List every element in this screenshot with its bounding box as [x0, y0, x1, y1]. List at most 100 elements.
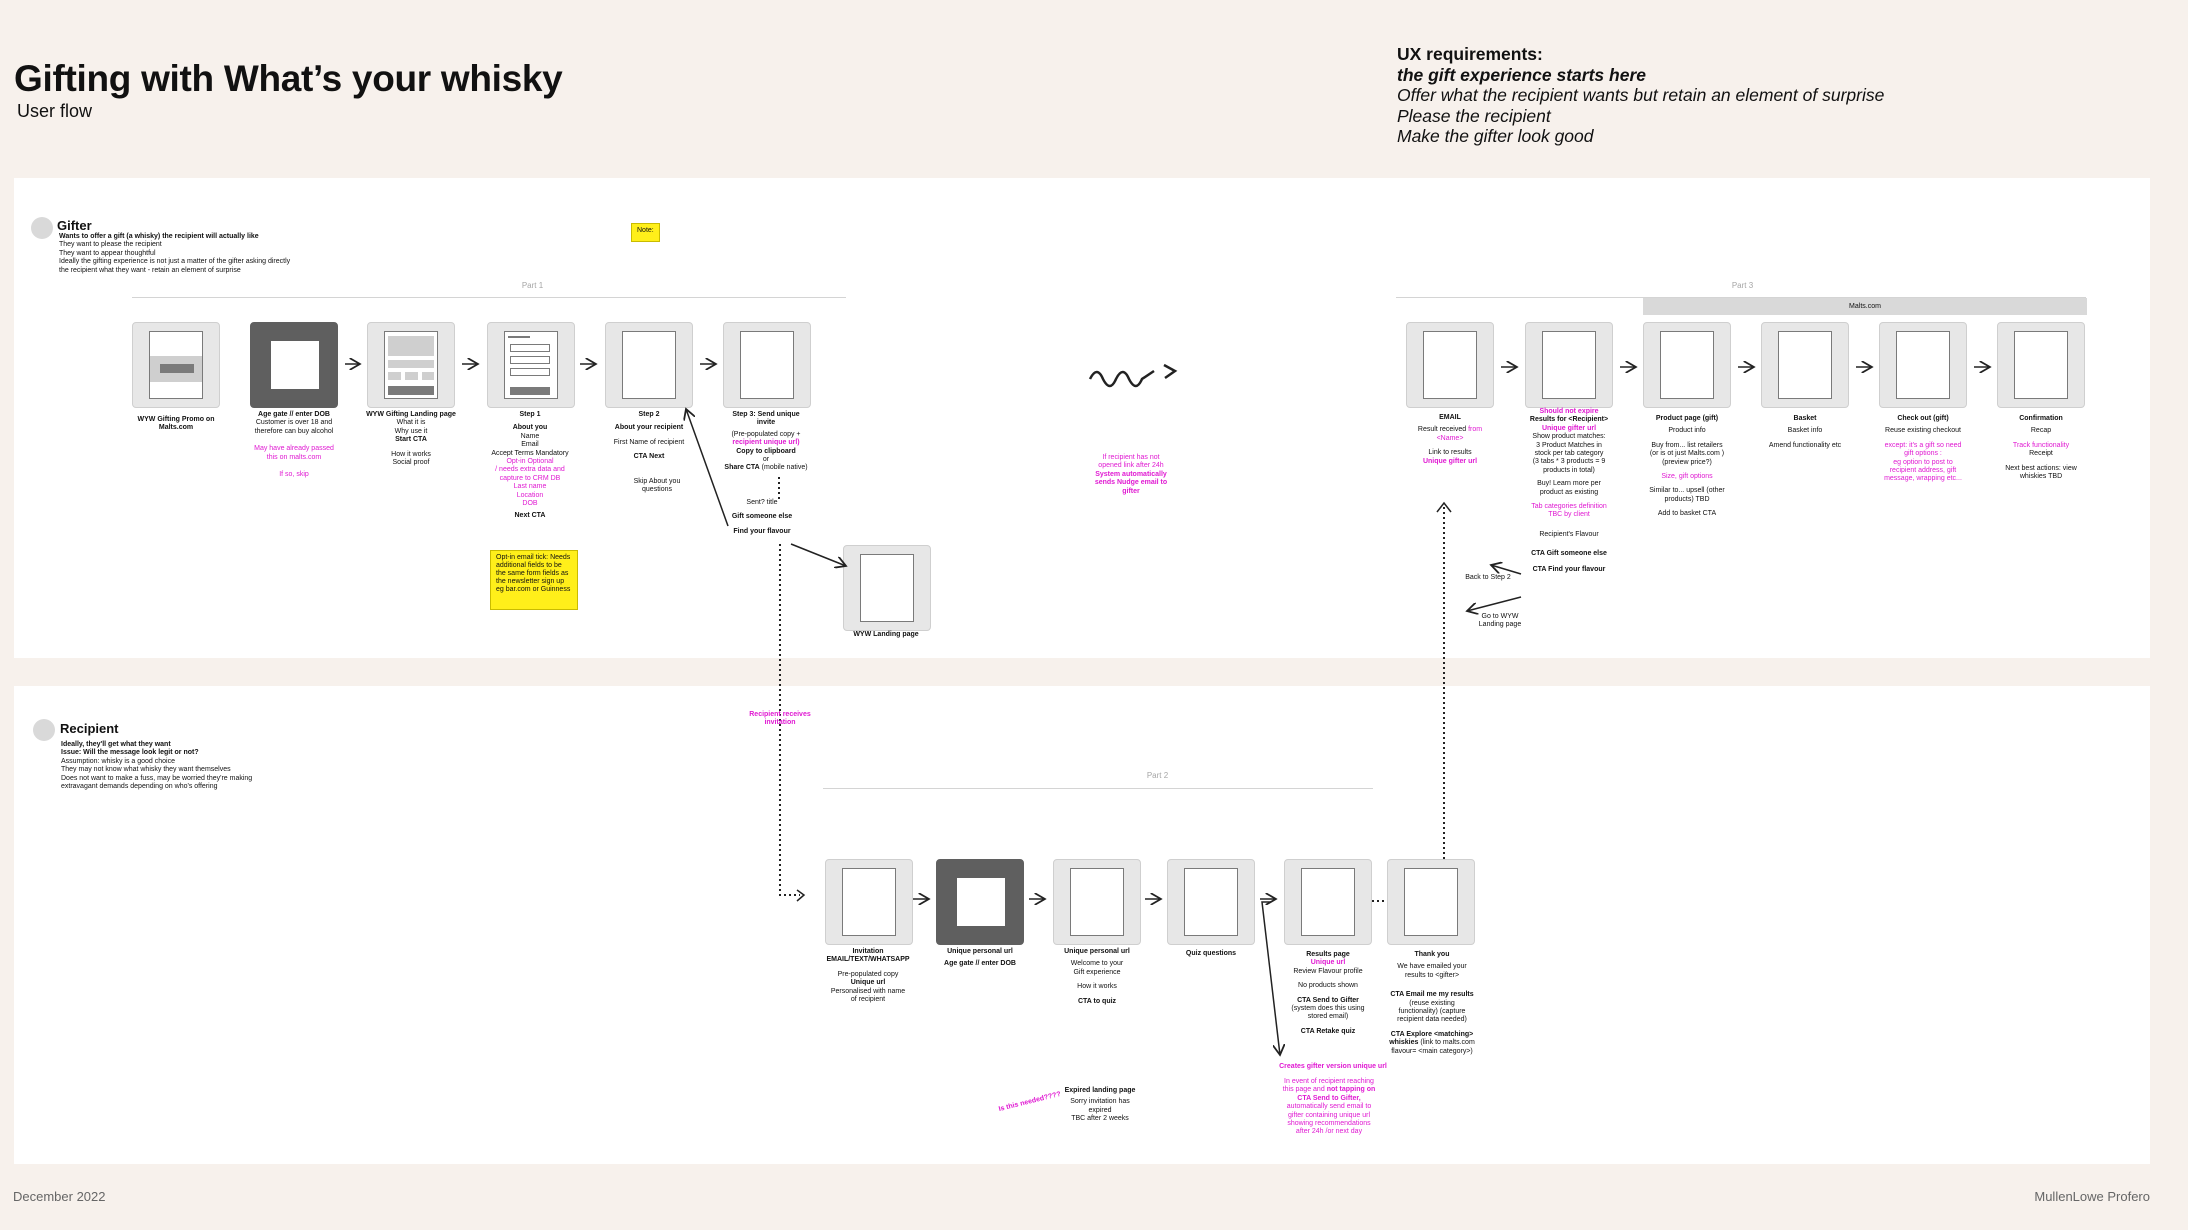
- flow-arrow: [790, 543, 846, 566]
- screen-confirmation: [1997, 322, 2085, 408]
- caption-line: CTA Send to Gifter: [1297, 996, 1359, 1004]
- caption-line: CTA to quiz: [1077, 997, 1117, 1005]
- caption-line: CTA Gift someone else: [1531, 550, 1607, 558]
- wire-block: [405, 372, 418, 380]
- caption-line: eg option to post to: [1893, 458, 1953, 466]
- desc-line: They want to appear thoughtful: [59, 249, 156, 257]
- caption-line: Sorry invitation has: [1070, 1098, 1130, 1106]
- caption-line: Results page: [1306, 951, 1350, 958]
- caption-invitation: Invitation EMAIL/TEXT/WHATSAPP Pre-popul…: [815, 948, 921, 1004]
- screen-quiz: [1167, 859, 1255, 945]
- ux-line: Offer what the recipient wants but retai…: [1397, 85, 1885, 105]
- desc-line: They want to please the recipient: [59, 241, 162, 249]
- caption-line: Buy! Learn more per: [1537, 480, 1601, 488]
- wire-block: [510, 387, 550, 395]
- caption-line: Name: [520, 432, 540, 440]
- flow-arrow: [1261, 901, 1280, 1055]
- caption-product: Product page (gift) Product info Buy fro…: [1634, 415, 1740, 519]
- phone-frame: [271, 341, 319, 389]
- caption-line: System automatically: [1095, 470, 1167, 478]
- caption-line: WYW Gifting Landing page: [366, 411, 456, 418]
- part-divider: [1396, 297, 2086, 298]
- part-label: Part 1: [521, 281, 544, 290]
- gifter-description: Wants to offer a gift (a whisky) the rec…: [59, 233, 359, 275]
- caption-line: Should not expire: [1539, 408, 1599, 415]
- caption-line: TBC after 2 weeks: [1071, 1115, 1129, 1123]
- caption-step-3: Step 3: Send unique invite (Pre-populate…: [712, 411, 820, 536]
- desc-line: extravagant demands depending on who's o…: [61, 783, 218, 791]
- recipient-description: Ideally, they'll get what they want Issu…: [61, 741, 361, 791]
- caption-checkout: Check out (gift) Reuse existing checkout…: [1870, 415, 1976, 484]
- ux-requirements: UX requirements: the gift experience sta…: [1397, 44, 1884, 147]
- caption-line: Basket info: [1787, 427, 1823, 435]
- caption-line: Accept Terms Mandatory: [491, 449, 569, 457]
- flow-arrow: [1467, 596, 1522, 611]
- caption-line: Go to WYW: [1481, 613, 1519, 620]
- wire-block: [388, 386, 434, 395]
- caption-line: product as existing: [1539, 488, 1599, 496]
- caption-line: Confirmation: [2019, 415, 2063, 422]
- caption-line: May have already passed: [254, 445, 334, 453]
- screen-invitation: [825, 859, 913, 945]
- caption-line: Gift someone else: [731, 513, 793, 521]
- creates-gifter-url-note: Creates gifter version unique url: [1279, 1063, 1387, 1070]
- desc-line: Ideally, they'll get what they want: [61, 741, 171, 748]
- caption-line: Buy from... list retailers: [1651, 441, 1723, 449]
- desc-line: Does not want to make a fuss, may be wor…: [61, 774, 253, 782]
- caption-line: (or is ot just Malts.com ): [1649, 450, 1725, 458]
- caption-span: Result received: [1417, 426, 1467, 434]
- caption-line: Unique gifter url: [1422, 457, 1478, 465]
- caption-results-page: Results page Unique url Review Flavour p…: [1275, 951, 1381, 1036]
- page-subtitle: User flow: [17, 101, 93, 121]
- caption-line: this on malts.com: [266, 453, 322, 461]
- caption-span: (mobile native): [761, 464, 808, 472]
- ux-line: Make the gifter look good: [1397, 126, 1594, 146]
- caption-line: What it is: [396, 419, 426, 427]
- caption-line: (system does this using: [1291, 1005, 1365, 1013]
- caption-line: Opt-in Optional: [506, 458, 554, 466]
- recipient-avatar: [33, 719, 55, 741]
- phone-frame: [957, 878, 1005, 926]
- desc-line: Ideally the gifting experience is not ju…: [59, 258, 291, 266]
- phone-frame: [740, 331, 794, 399]
- caption-line: CTA Send to Gifter,: [1297, 1094, 1361, 1102]
- screen-thank-you: [1387, 859, 1475, 945]
- caption-span: whiskies: [1389, 1039, 1419, 1047]
- screen-basket: [1761, 322, 1849, 408]
- caption-line: stored email): [1307, 1013, 1349, 1021]
- caption-line: Customer is over 18 and: [255, 419, 333, 427]
- flow-arrow: [686, 409, 729, 527]
- screen-email: [1406, 322, 1494, 408]
- phone-frame: [622, 331, 676, 399]
- caption-line: whiskies TBD: [2019, 473, 2063, 481]
- caption-promo: WYW Gifting Promo on Malts.com: [123, 416, 229, 433]
- nudge-note: If recipient has not opened link after 2…: [1088, 454, 1174, 496]
- caption-line: invitation: [764, 719, 796, 727]
- desc-line: Wants to offer a gift (a whisky) the rec…: [59, 233, 259, 240]
- part-divider: [132, 297, 846, 298]
- caption-line: Welcome to your: [1070, 960, 1124, 968]
- caption-line: We have emailed your: [1397, 963, 1467, 971]
- caption-span: this page and: [1282, 1086, 1325, 1094]
- caption-line: Malts.com: [158, 424, 194, 432]
- caption-line: Pre-populated copy: [837, 970, 899, 978]
- caption-line: Link to results: [1428, 449, 1472, 457]
- caption-line: Recipient receives: [749, 711, 811, 718]
- phone-frame: [384, 331, 438, 399]
- caption-line: Add to basket CTA: [1657, 510, 1717, 518]
- screen-wyw-landing: [843, 545, 931, 631]
- caption-span: Share CTA: [724, 464, 760, 472]
- desc-line: Issue: Will the message look legit or no…: [61, 749, 199, 757]
- caption-line: flavour= <main category>): [1391, 1047, 1473, 1055]
- part-divider: [823, 788, 1373, 789]
- caption-line: Copy to clipboard: [736, 447, 796, 455]
- squiggle-icon: [1088, 369, 1155, 388]
- caption-line: 3 Product Matches in: [1536, 441, 1602, 449]
- phone-frame: [1404, 868, 1458, 936]
- phone-frame: [504, 331, 558, 399]
- phone-frame: [1070, 868, 1124, 936]
- phone-frame: [860, 554, 914, 622]
- footer-date: December 2022: [13, 1189, 106, 1204]
- caption-line: Recap: [2030, 427, 2052, 435]
- gifter-panel: [14, 178, 2150, 658]
